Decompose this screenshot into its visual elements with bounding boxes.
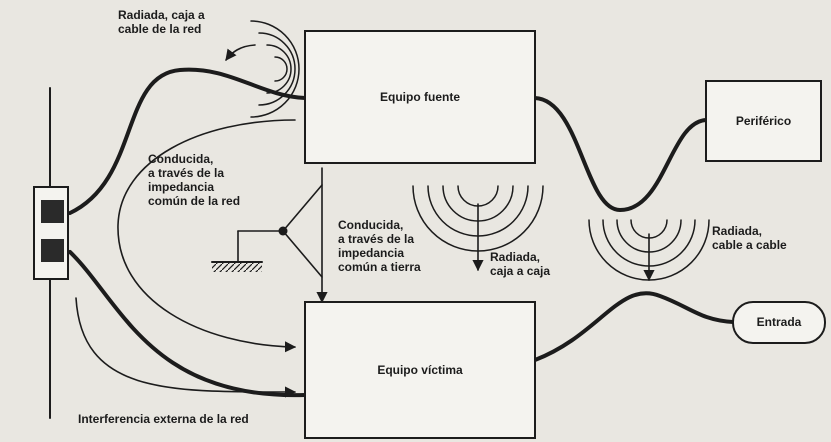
- source-equipment-label: Equipo fuente: [380, 90, 460, 104]
- conducted-network-label: Conducida, a través de la impedancia com…: [148, 152, 241, 208]
- radiated-box-to-network-label: Radiada, caja a cable de la red: [118, 8, 205, 36]
- ground-hatch: [212, 263, 262, 272]
- cable-source-to-peripheral: [533, 96, 708, 213]
- input-label: Entrada: [756, 315, 802, 329]
- network-interference-path: [75, 297, 297, 398]
- peripheral-label: Periférico: [735, 114, 792, 128]
- source-equipment-box: [304, 30, 536, 164]
- radiated-box-to-box-label: Radiada, caja a caja: [490, 250, 551, 278]
- external-interference-label: Interferencia externa de la red: [78, 412, 249, 426]
- cable-victim-to-input: [533, 291, 735, 362]
- conducted-network-path: [117, 119, 297, 353]
- cable-outlet-to-source: [68, 67, 307, 215]
- radiated-cable-to-cable-label: Radiada, cable a cable: [712, 224, 787, 252]
- radiation-waves-box-to-cable: [250, 20, 300, 118]
- outlet-socket-top: [41, 200, 64, 223]
- input-box: [732, 301, 826, 344]
- victim-equipment-box: [304, 301, 536, 439]
- peripheral-box: [705, 80, 822, 162]
- radiation-arrow-to-network: [225, 44, 256, 61]
- ground-branch: [281, 184, 323, 278]
- conducted-ground-label: Conducida, a través de la impedancia com…: [338, 218, 421, 274]
- victim-equipment-label: Equipo víctima: [377, 363, 463, 377]
- outlet-socket-bottom: [41, 239, 64, 262]
- ground-node: [278, 226, 288, 236]
